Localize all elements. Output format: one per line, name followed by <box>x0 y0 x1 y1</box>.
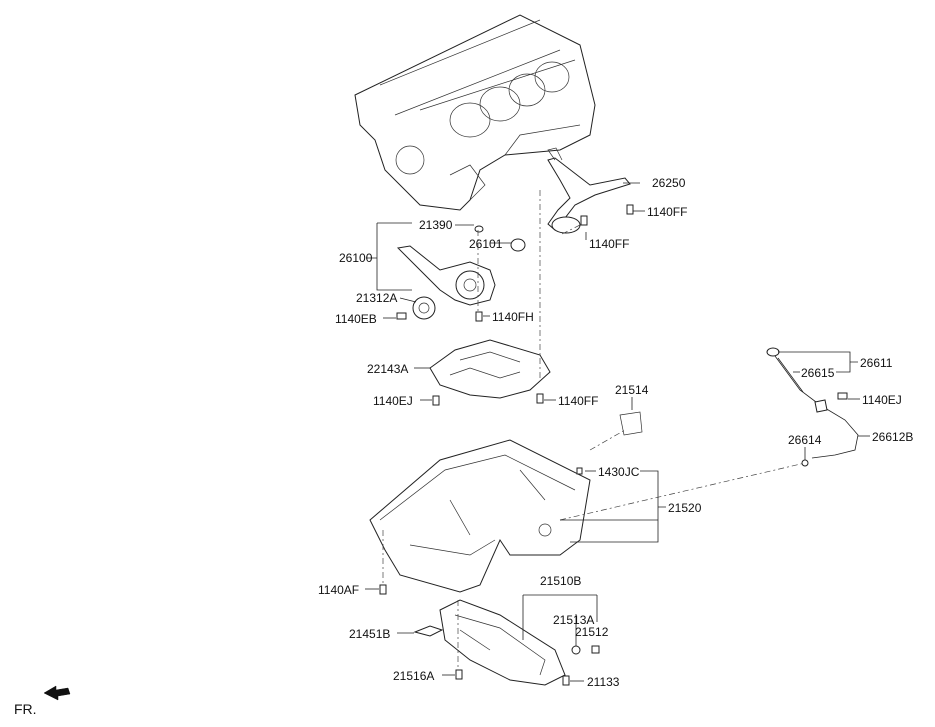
upper-oil-pan-21520 <box>369 411 643 593</box>
label-26614: 26614 <box>788 433 822 447</box>
label-fr: FR. <box>14 701 37 717</box>
label-1140AF: 1140AF <box>318 583 359 597</box>
label-21312A: 21312A <box>356 291 397 305</box>
dipstick-assembly <box>766 347 859 467</box>
oil-strainer-26250 <box>547 147 631 234</box>
label-26612B: 26612B <box>872 430 913 444</box>
center-lines <box>382 190 806 670</box>
part-labels: 26250 1140FF 1140FF 21390 26101 26100 21… <box>14 176 913 717</box>
front-direction-arrow <box>43 685 71 701</box>
label-21510B: 21510B <box>540 574 581 588</box>
label-26615: 26615 <box>801 366 835 380</box>
label-21516A: 21516A <box>393 669 434 683</box>
engine-block <box>354 14 596 211</box>
oil-pump-26100 <box>396 225 526 320</box>
baffle-plate-22143A <box>429 339 551 399</box>
label-21513A: 21513A <box>553 613 594 627</box>
label-26100: 26100 <box>339 251 373 265</box>
bolts <box>379 204 848 686</box>
label-21520: 21520 <box>668 501 702 515</box>
label-1430JC: 1430JC <box>598 465 640 479</box>
label-1140EB: 1140EB <box>335 312 377 326</box>
label-22143A: 22143A <box>367 362 408 376</box>
label-26611: 26611 <box>860 356 893 370</box>
label-21390: 21390 <box>419 218 453 232</box>
label-26101: 26101 <box>469 237 503 251</box>
label-1140EJ-a: 1140EJ <box>373 394 413 408</box>
label-1140FF-a: 1140FF <box>647 205 687 219</box>
lower-oil-pan-21510B <box>413 599 566 686</box>
label-1140FF-c: 1140FF <box>558 394 598 408</box>
label-21512: 21512 <box>575 625 609 639</box>
label-26250: 26250 <box>652 176 686 190</box>
label-1140FH: 1140FH <box>492 310 534 324</box>
label-21133: 21133 <box>587 675 620 689</box>
label-1140FF-b: 1140FF <box>589 237 629 251</box>
label-1140EJ-b: 1140EJ <box>862 393 902 407</box>
label-21514: 21514 <box>615 383 649 397</box>
leader-lines <box>365 182 870 682</box>
label-21451B: 21451B <box>349 627 390 641</box>
